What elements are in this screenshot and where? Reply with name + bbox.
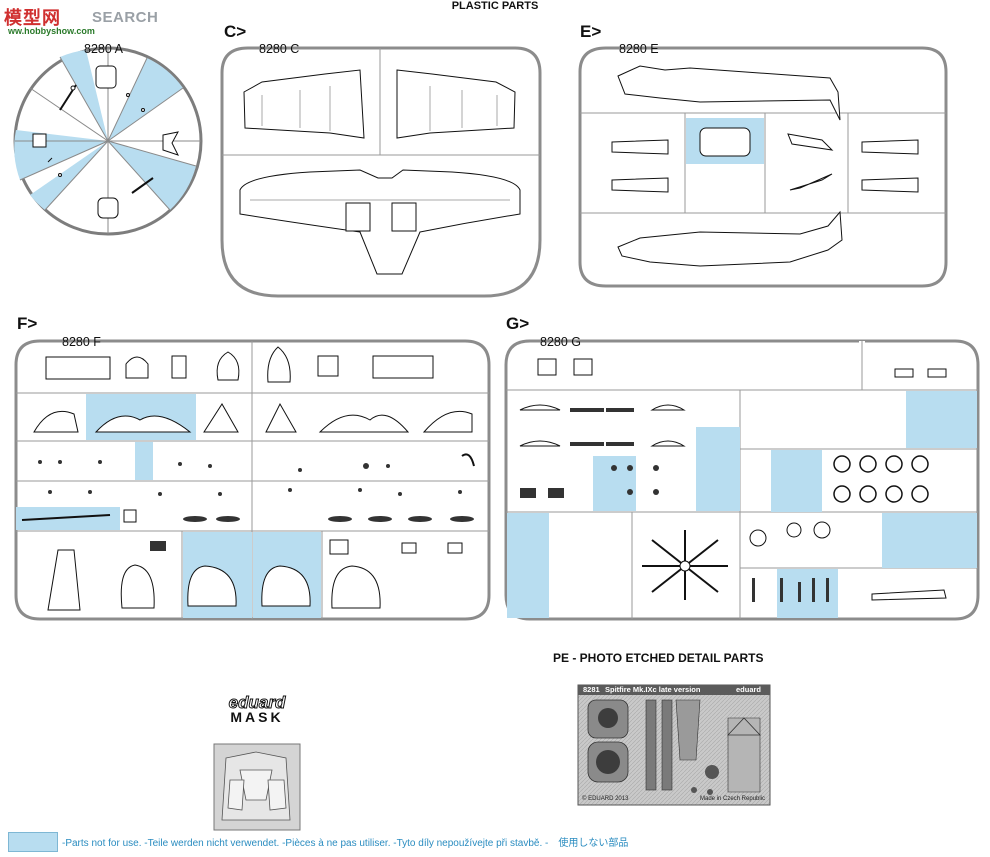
sprue-f-code: 8280 F xyxy=(62,335,101,349)
watermark: 模型网 ww.hobbyshow.com SEARCH xyxy=(4,4,164,38)
sprue-g-letter: G> xyxy=(506,314,530,333)
sprue-a xyxy=(13,46,203,236)
mask-word: MASK xyxy=(230,709,284,725)
pe-title: PE - PHOTO ETCHED DETAIL PARTS xyxy=(553,651,764,665)
sprue-c-letter: C> xyxy=(224,22,247,41)
legend-swatch xyxy=(8,832,58,852)
pe-brand: eduard xyxy=(736,685,762,694)
pe-copyright: © EDUARD 2013 xyxy=(582,796,629,802)
pe-code: 8281 xyxy=(583,685,600,694)
sprue-c-code: 8280 C xyxy=(259,42,300,56)
sprue-e-letter: E> xyxy=(580,22,602,41)
legend-text: -Parts not for use. -Teile werden nicht … xyxy=(62,838,629,849)
sprue-f xyxy=(14,339,491,621)
sprue-f-letter: F> xyxy=(17,314,38,333)
sprue-e-code: 8280 E xyxy=(619,42,659,56)
pe-made-in: Made in Czech Republic xyxy=(700,796,766,802)
pe-name: Spitfire Mk.IXc late version xyxy=(605,685,701,694)
sprue-e xyxy=(578,46,948,288)
sprue-c xyxy=(220,46,542,298)
watermark-text: SEARCH xyxy=(92,9,159,26)
sprue-g xyxy=(504,339,980,621)
page-title: PLASTIC PARTS xyxy=(451,0,539,12)
mask-brand: eduard xyxy=(228,693,286,713)
watermark-logo: 模型网 xyxy=(4,8,61,28)
mask-sheet xyxy=(213,743,301,831)
watermark-url: ww.hobbyshow.com xyxy=(8,26,95,36)
sprue-g-code: 8280 G xyxy=(540,335,582,349)
pe-fret xyxy=(577,684,771,806)
mask-logo: eduard MASK xyxy=(205,693,309,726)
sprue-a-code: 8280 A xyxy=(84,42,123,56)
